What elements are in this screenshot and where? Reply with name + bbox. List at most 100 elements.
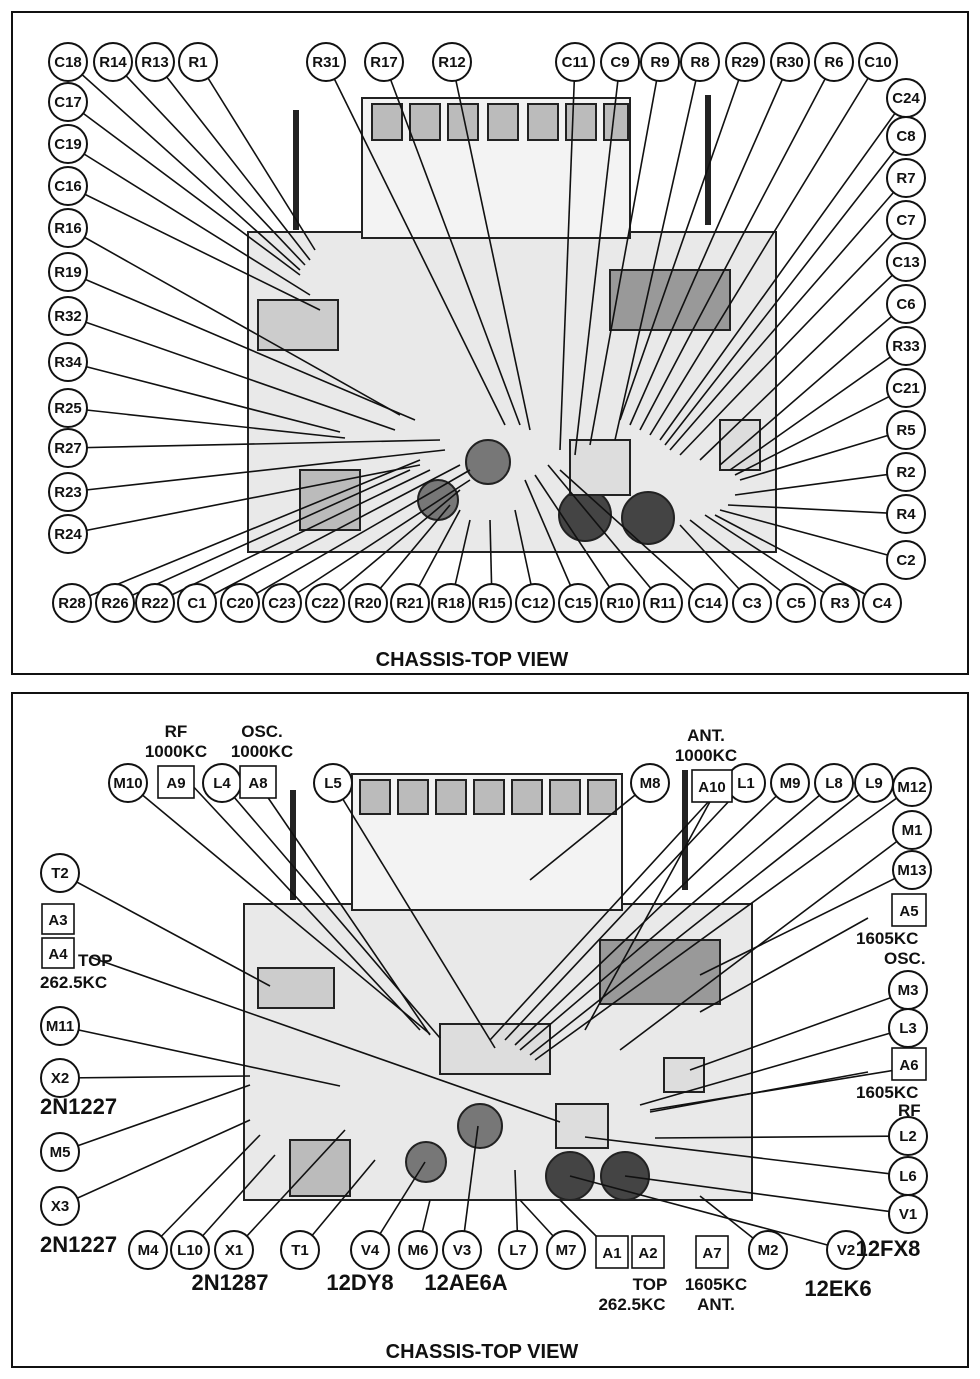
callout-C22: C22 — [305, 583, 345, 623]
callout-R1: R1 — [178, 42, 218, 82]
callout-R10: R10 — [600, 583, 640, 623]
svg-text:C2: C2 — [896, 552, 915, 569]
callout-C13: C13 — [886, 242, 926, 282]
svg-text:C21: C21 — [892, 380, 920, 397]
svg-text:C3: C3 — [742, 595, 761, 612]
callout-C10: C10 — [858, 42, 898, 82]
svg-text:R25: R25 — [54, 400, 82, 417]
svg-text:R16: R16 — [54, 220, 82, 237]
svg-text:C15: C15 — [564, 595, 592, 612]
callout-C23: C23 — [262, 583, 302, 623]
svg-text:R17: R17 — [370, 54, 398, 71]
callout-R30: R30 — [770, 42, 810, 82]
bottom-diagram-panel — [11, 692, 969, 1368]
svg-text:R12: R12 — [438, 54, 466, 71]
svg-text:R23: R23 — [54, 484, 82, 501]
callout-R5: R5 — [886, 410, 926, 450]
svg-text:C20: C20 — [226, 595, 254, 612]
callout-C5: C5 — [776, 583, 816, 623]
svg-text:C13: C13 — [892, 254, 920, 271]
callout-R4: R4 — [886, 494, 926, 534]
callout-R20: R20 — [348, 583, 388, 623]
svg-text:R6: R6 — [824, 54, 843, 71]
svg-text:C24: C24 — [892, 90, 920, 107]
top-chassis-drawing — [247, 95, 777, 553]
svg-text:C1: C1 — [187, 595, 206, 612]
svg-text:C7: C7 — [896, 212, 915, 229]
svg-text:R18: R18 — [437, 595, 465, 612]
callout-C16: C16 — [48, 166, 88, 206]
callout-R24: R24 — [48, 514, 88, 554]
svg-text:R9: R9 — [650, 54, 669, 71]
callout-R2: R2 — [886, 452, 926, 492]
svg-text:R21: R21 — [396, 595, 424, 612]
svg-text:R3: R3 — [830, 595, 849, 612]
callout-C19: C19 — [48, 124, 88, 164]
svg-text:R34: R34 — [54, 354, 82, 371]
svg-text:C12: C12 — [521, 595, 549, 612]
callout-R13: R13 — [135, 42, 175, 82]
svg-text:R27: R27 — [54, 440, 82, 457]
callout-R32: R32 — [48, 296, 88, 336]
callout-R28: R28 — [52, 583, 92, 623]
svg-text:C10: C10 — [864, 54, 892, 71]
svg-text:C4: C4 — [872, 595, 892, 612]
callout-R6: R6 — [814, 42, 854, 82]
callout-C3: C3 — [732, 583, 772, 623]
svg-text:R29: R29 — [731, 54, 759, 71]
callout-R26: R26 — [95, 583, 135, 623]
callout-R34: R34 — [48, 342, 88, 382]
callout-C17: C17 — [48, 82, 88, 122]
svg-text:C18: C18 — [54, 54, 82, 71]
callout-R12: R12 — [432, 42, 472, 82]
svg-text:R8: R8 — [690, 54, 709, 71]
callout-C14: C14 — [688, 583, 728, 623]
callout-C12: C12 — [515, 583, 555, 623]
callout-R23: R23 — [48, 472, 88, 512]
svg-text:C16: C16 — [54, 178, 82, 195]
callout-R17: R17 — [364, 42, 404, 82]
svg-text:R22: R22 — [141, 595, 169, 612]
callout-R15: R15 — [472, 583, 512, 623]
svg-text:C14: C14 — [694, 595, 722, 612]
callout-C24: C24 — [886, 78, 926, 118]
callout-C8: C8 — [886, 116, 926, 156]
callout-R7: R7 — [886, 158, 926, 198]
top-leader-lines — [67, 61, 907, 604]
svg-text:R14: R14 — [99, 54, 127, 71]
svg-text:R11: R11 — [650, 595, 677, 612]
callout-R21: R21 — [390, 583, 430, 623]
svg-text:R26: R26 — [101, 595, 129, 612]
svg-text:C17: C17 — [54, 94, 82, 111]
callout-R14: R14 — [93, 42, 133, 82]
callout-C1: C1 — [177, 583, 217, 623]
callout-R22: R22 — [135, 583, 175, 623]
svg-text:C9: C9 — [610, 54, 629, 71]
svg-text:R33: R33 — [892, 338, 920, 355]
callout-C7: C7 — [886, 200, 926, 240]
callout-R18: R18 — [431, 583, 471, 623]
callout-R19: R19 — [48, 252, 88, 292]
callout-R3: R3 — [820, 583, 860, 623]
callout-C18: C18 — [48, 42, 88, 82]
svg-text:R10: R10 — [606, 595, 634, 612]
callout-C4: C4 — [862, 583, 902, 623]
callout-C9: C9 — [600, 42, 640, 82]
svg-text:R20: R20 — [354, 595, 382, 612]
callout-R11: R11 — [643, 583, 683, 623]
callout-C15: C15 — [558, 583, 598, 623]
svg-text:R31: R31 — [312, 54, 340, 71]
svg-text:C22: C22 — [311, 595, 339, 612]
svg-text:R2: R2 — [896, 464, 915, 481]
svg-text:C11: C11 — [562, 54, 589, 71]
svg-text:R7: R7 — [896, 170, 915, 187]
svg-text:R15: R15 — [478, 595, 506, 612]
callout-C11: C11 — [555, 42, 595, 82]
callout-R8: R8 — [680, 42, 720, 82]
svg-text:R32: R32 — [54, 308, 82, 325]
callout-C20: C20 — [220, 583, 260, 623]
top-caption: CHASSIS-TOP VIEW — [376, 649, 569, 671]
callout-R27: R27 — [48, 428, 88, 468]
callout-R31: R31 — [306, 42, 346, 82]
